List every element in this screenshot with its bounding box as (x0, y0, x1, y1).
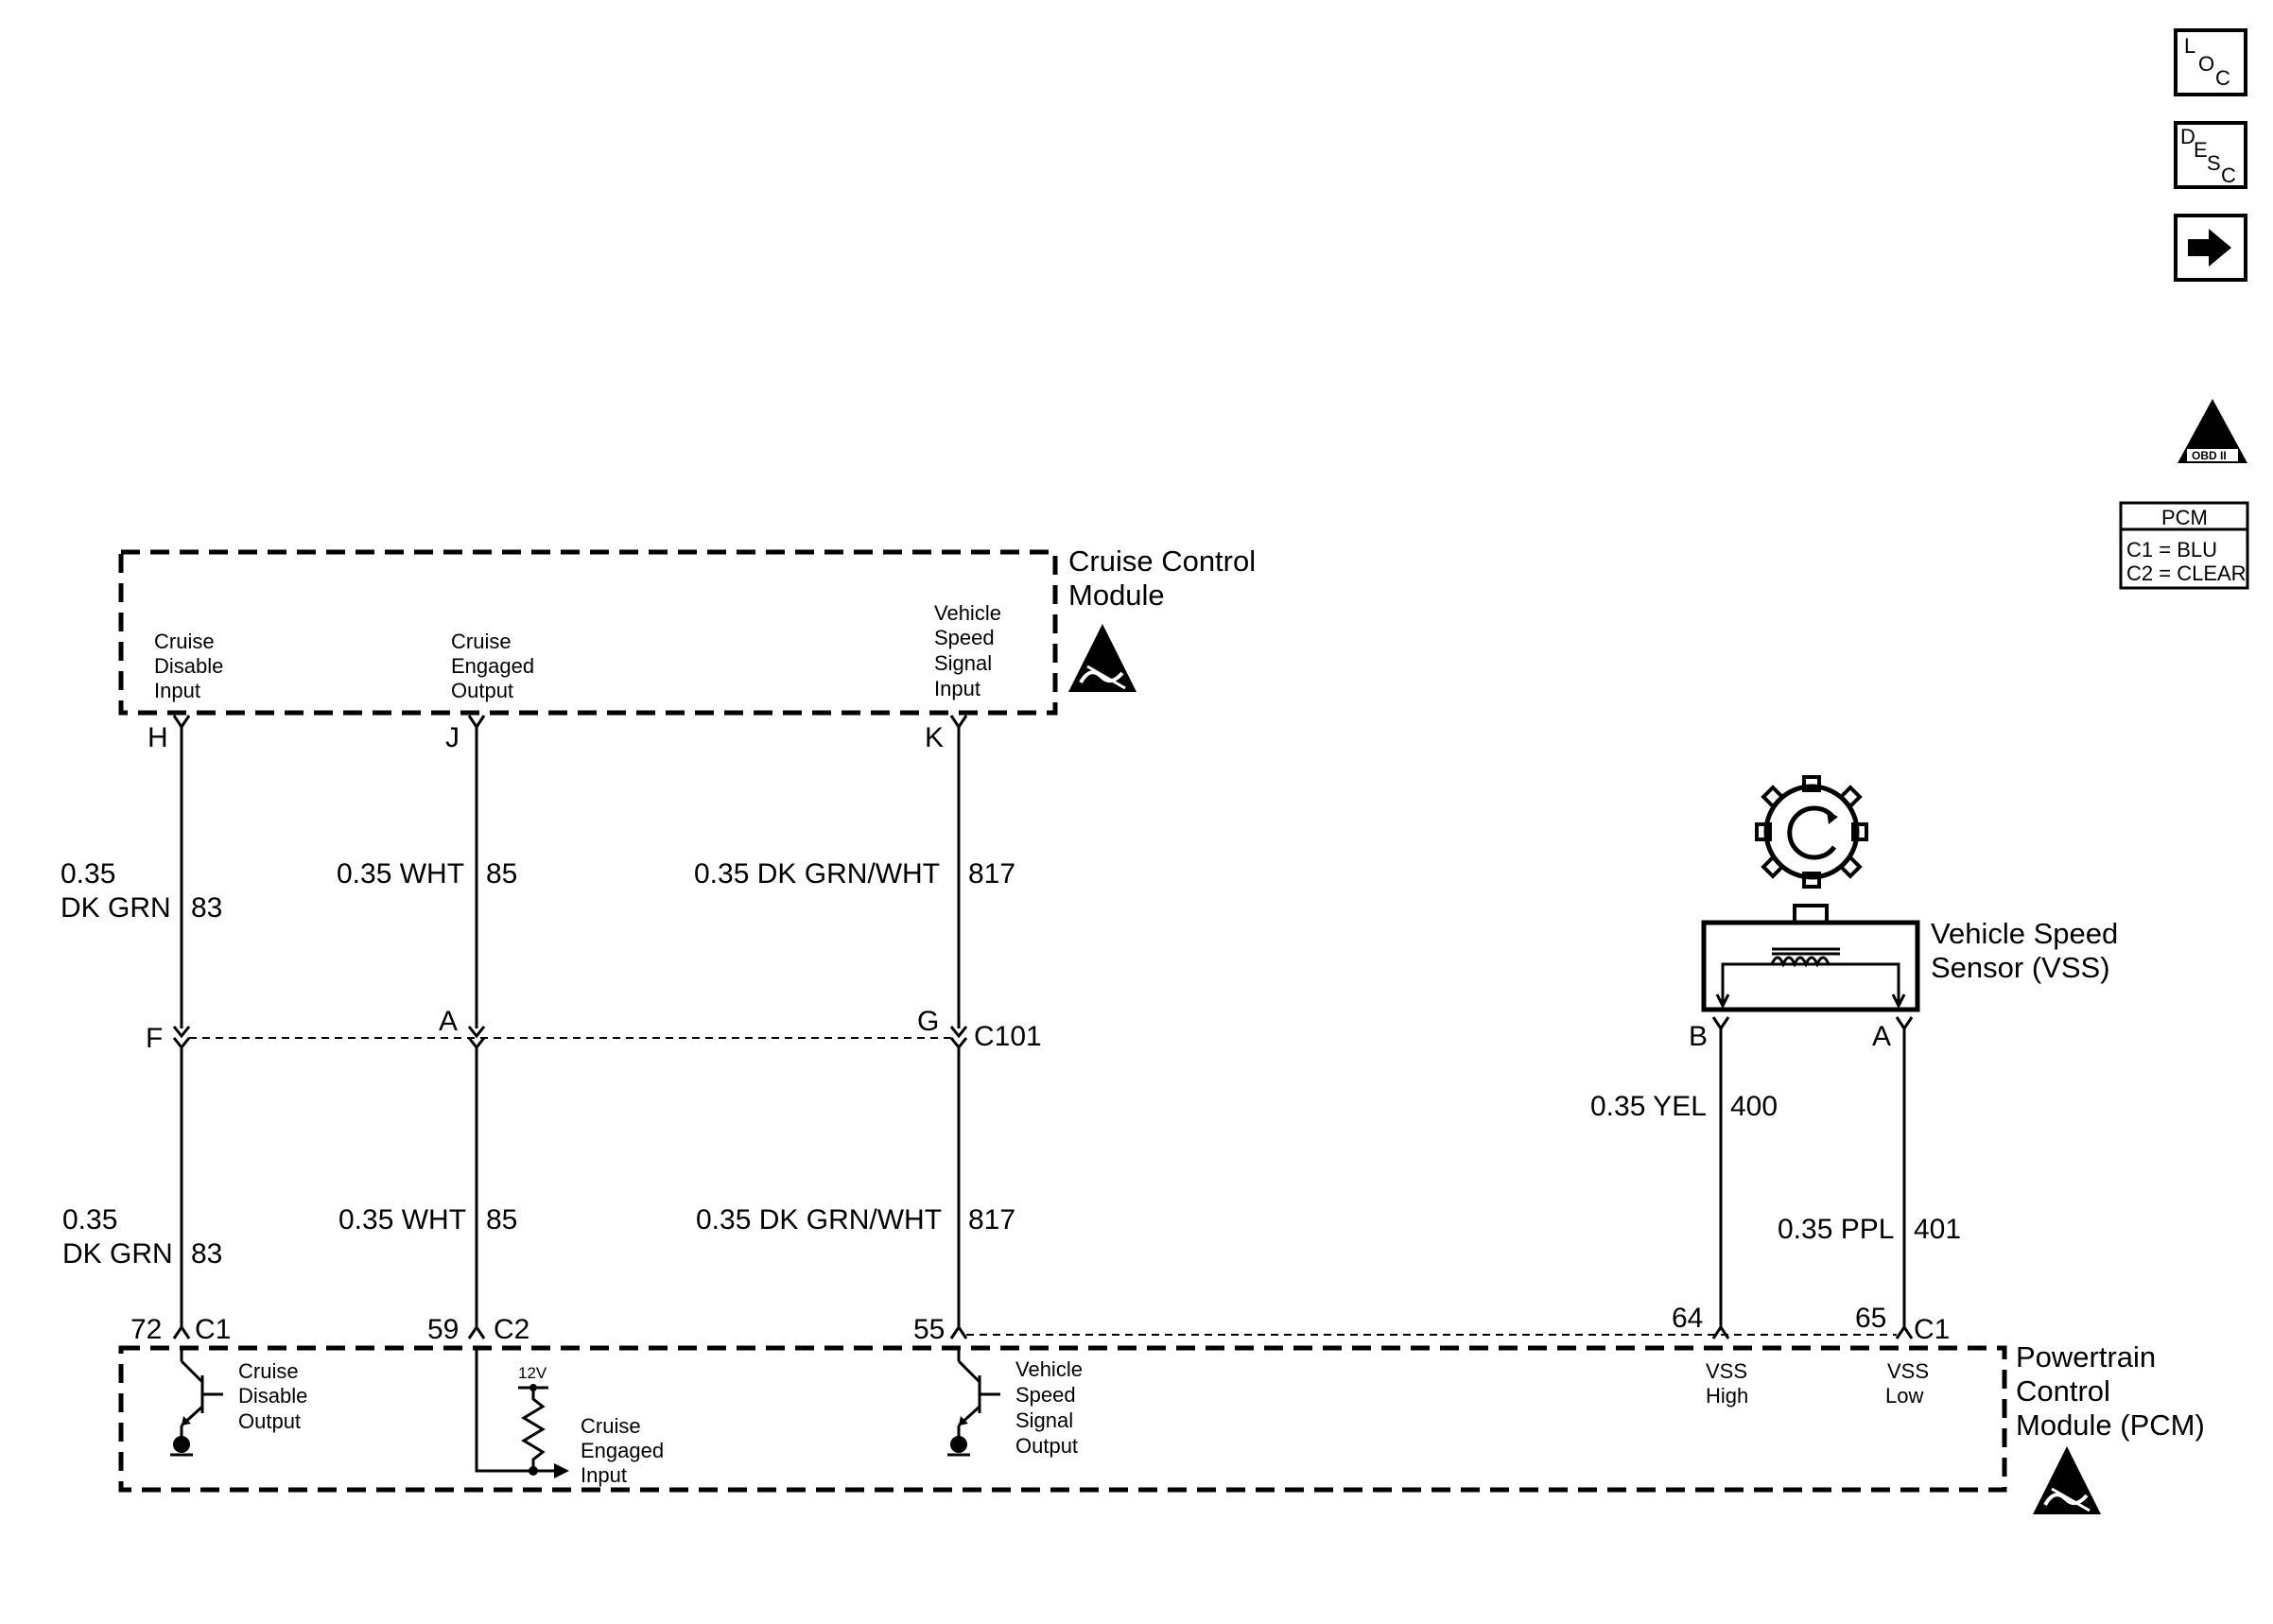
wire-401-label: 0.35 PPL (1778, 1214, 1894, 1245)
pcm-conn-c1-left: C1 (195, 1314, 231, 1345)
svg-text:Disable: Disable (238, 1384, 307, 1408)
wire-83-size-lower: 0.35 (62, 1204, 117, 1235)
esd-warning-icon-pcm (2033, 1446, 2101, 1514)
svg-text:Speed: Speed (934, 626, 995, 649)
pcm-connector-legend: PCM C1 = BLU C2 = CLEAR (2119, 501, 2249, 590)
pcm-title-2: Control (2016, 1374, 2110, 1408)
reluctor-wheel-icon (1755, 775, 1868, 889)
pin-h: H (147, 722, 168, 753)
svg-text:Output: Output (1015, 1434, 1078, 1458)
powertrain-control-module: Powertrain Control Module (PCM) Cruise D… (118, 1340, 2205, 1514)
connector-c101: F A G C101 (146, 1006, 1042, 1054)
svg-text:Engaged: Engaged (581, 1439, 664, 1462)
pcm-conn-c2: C2 (494, 1314, 529, 1345)
svg-text:Input: Input (581, 1463, 627, 1487)
pcm-pin-55: 55 (913, 1314, 945, 1345)
wire-83-color-upper: DK GRN (61, 892, 171, 924)
svg-text:Engaged: Engaged (451, 654, 534, 678)
svg-text:OBD II: OBD II (2192, 449, 2227, 462)
svg-text:Cruise: Cruise (451, 630, 512, 653)
vss-pin-b: B (1689, 1021, 1708, 1052)
svg-text:S: S (2207, 151, 2221, 175)
vehicle-speed-sensor: Vehicle Speed Sensor (VSS) (1701, 775, 2118, 1012)
cruise-module-title-1: Cruise Control (1068, 544, 1256, 578)
svg-text:Input: Input (154, 679, 200, 702)
svg-text:Input: Input (934, 677, 980, 700)
vss-output-transistor-icon (947, 1350, 1000, 1457)
svg-text:Speed: Speed (1015, 1383, 1076, 1407)
c101-pin-g: G (917, 1006, 939, 1037)
c101-pin-f: F (146, 1023, 163, 1054)
svg-text:Vehicle: Vehicle (1015, 1357, 1083, 1381)
svg-text:Signal: Signal (934, 651, 992, 675)
svg-text:Low: Low (1885, 1384, 1923, 1408)
pin-j: J (445, 722, 460, 753)
obd-ii-badge[interactable]: II OBD II (2178, 399, 2247, 463)
desc-button[interactable]: D E S C (2174, 121, 2247, 189)
wire-817-circuit-upper: 817 (968, 858, 1015, 890)
svg-text:Cruise: Cruise (581, 1414, 641, 1438)
pcm-title-1: Powertrain (2016, 1340, 2156, 1373)
svg-text:Cruise: Cruise (238, 1359, 299, 1383)
svg-text:VSS: VSS (1706, 1359, 1747, 1383)
svg-text:VSS: VSS (1887, 1359, 1929, 1383)
pcm-title-3: Module (PCM) (2016, 1408, 2205, 1442)
wire-85-circuit-lower: 85 (486, 1204, 517, 1235)
svg-text:Cruise: Cruise (154, 630, 215, 653)
svg-text:O: O (2198, 52, 2214, 76)
wire-83-color-lower: DK GRN (62, 1238, 173, 1270)
svg-text:C: C (2215, 66, 2230, 90)
right-arrow-icon (2188, 229, 2231, 267)
svg-text:D: D (2180, 125, 2195, 148)
vss-title-2: Sensor (VSS) (1931, 951, 2110, 984)
svg-text:Output: Output (451, 679, 513, 702)
cruise-disable-transistor-icon (170, 1350, 223, 1457)
vss-title-1: Vehicle Speed (1931, 917, 2118, 950)
wire-83-size-upper: 0.35 (61, 858, 115, 890)
wire-83-circuit-lower: 83 (191, 1238, 222, 1270)
pull-up-resistor-icon (475, 1350, 569, 1478)
svg-text:L: L (2184, 34, 2195, 58)
pcm-pin-72: 72 (130, 1314, 162, 1345)
wire-85-label-lower: 0.35 WHT (338, 1204, 466, 1235)
esd-warning-icon (1068, 624, 1136, 692)
loc-button[interactable]: L O C (2174, 28, 2247, 96)
pin-k: K (925, 722, 944, 753)
vss-pin-a: A (1872, 1021, 1891, 1052)
wire-400-circuit: 400 (1730, 1091, 1778, 1122)
c101-label: C101 (974, 1021, 1042, 1052)
wire-817-label-upper: 0.35 DK GRN/WHT (694, 858, 940, 890)
supply-12v: 12V (518, 1364, 547, 1382)
legend-row-c2: C2 = CLEAR (2126, 561, 2247, 585)
wire-85-circuit-upper: 85 (486, 858, 517, 890)
legend-row-c1: C1 = BLU (2126, 538, 2217, 561)
wire-85-label-upper: 0.35 WHT (337, 858, 464, 890)
svg-text:II: II (2201, 422, 2216, 446)
svg-text:Vehicle: Vehicle (934, 601, 1001, 625)
legend-title: PCM (2161, 506, 2208, 529)
c101-pin-a: A (439, 1006, 458, 1037)
pcm-pin-64: 64 (1672, 1303, 1703, 1334)
svg-text:E: E (2194, 138, 2208, 162)
pcm-conn-c1-right: C1 (1914, 1314, 1950, 1345)
wire-400-label: 0.35 YEL (1590, 1091, 1707, 1122)
wire-817-circuit-lower: 817 (968, 1204, 1015, 1235)
svg-text:C: C (2221, 164, 2236, 187)
svg-text:Output: Output (238, 1409, 301, 1433)
pcm-pin-65: 65 (1855, 1303, 1886, 1334)
cruise-module-title-2: Module (1068, 579, 1165, 612)
svg-text:High: High (1706, 1384, 1748, 1408)
pcm-pin-59: 59 (427, 1314, 459, 1345)
cruise-control-module: Cruise Control Module Cruise Disable Inp… (118, 544, 1256, 716)
next-button[interactable] (2174, 214, 2247, 282)
wire-817-label-lower: 0.35 DK GRN/WHT (696, 1204, 942, 1235)
wire-401-circuit: 401 (1914, 1214, 1961, 1245)
svg-text:Disable: Disable (154, 654, 223, 678)
svg-text:Signal: Signal (1015, 1408, 1073, 1432)
wire-83-circuit-upper: 83 (191, 892, 222, 924)
